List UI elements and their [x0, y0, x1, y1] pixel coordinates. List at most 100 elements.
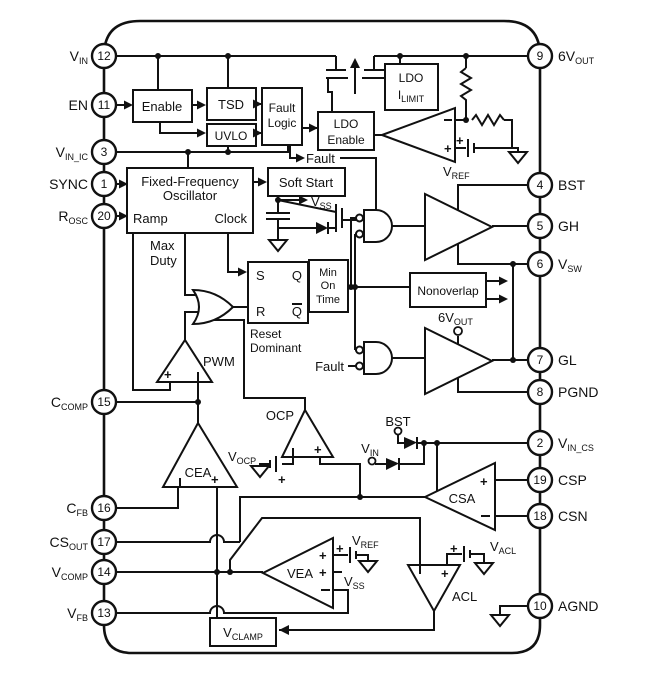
svg-text:11: 11	[98, 98, 111, 112]
inverter-bubble	[355, 361, 364, 371]
ground-icon	[356, 560, 380, 574]
pin-18	[526, 502, 554, 530]
min-on-time-label-3: Time	[316, 294, 340, 306]
amplifiers: + + PWM + CEA + OCP + CSA + + VEA + ACL	[155, 106, 496, 614]
acl-label: ACL	[452, 589, 477, 604]
ground-symbols	[248, 151, 530, 628]
vocp-plus: +	[278, 472, 286, 487]
cea-plus: +	[211, 472, 219, 487]
soft-start-block	[267, 167, 346, 197]
pin-2	[526, 429, 554, 457]
pin-label-csout: CSOUT	[50, 534, 89, 552]
ramp-label: Ramp	[133, 211, 168, 226]
uvlo-label: UVLO	[215, 129, 248, 143]
ldo-ilimit-label-2: ILIMIT	[398, 88, 425, 104]
latch-r-label: R	[256, 304, 265, 319]
nonoverlap-label: Nonoverlap	[417, 284, 479, 298]
cea-label: CEA	[185, 465, 212, 480]
logic-gates	[191, 209, 393, 375]
vref-vea-plus: +	[336, 541, 344, 556]
svg-text:4: 4	[537, 178, 544, 192]
nand-gate-high-side	[363, 209, 393, 243]
ground-icon	[266, 239, 290, 253]
ground-icon	[506, 151, 530, 165]
ldo-enable-block	[317, 111, 375, 151]
pins: 12 11 3 1 20 15 16 17 14 13 9 4 5 6 7 8 …	[90, 42, 554, 627]
pwm-plus: +	[164, 367, 172, 382]
latch-s-label: S	[256, 268, 265, 283]
pin-label-gh: GH	[558, 218, 579, 234]
vea-amp	[260, 536, 334, 610]
pin-6	[526, 250, 554, 278]
pwm-label: PWM	[203, 354, 235, 369]
svg-text:12: 12	[97, 49, 111, 63]
pin-3	[90, 138, 118, 166]
pin-17	[90, 528, 118, 556]
latch-qbar-label: Q	[292, 304, 302, 319]
fault-logic-label-2: Logic	[268, 116, 297, 130]
pin-15	[90, 388, 118, 416]
chip-boundary	[102, 19, 542, 655]
svg-text:19: 19	[533, 473, 547, 487]
svg-text:5: 5	[537, 219, 544, 233]
ldo-ilimit-block	[384, 63, 439, 111]
svg-text:20: 20	[97, 209, 111, 223]
pin-label-vsw: VSW	[558, 256, 582, 274]
vea-label: VEA	[287, 566, 313, 581]
ldo-amp-plus: +	[444, 141, 452, 156]
or-gate	[191, 288, 235, 326]
pin-label-ccomp: CCOMP	[51, 394, 88, 412]
reset-dominant-label-2: Dominant	[250, 341, 302, 355]
csa-amp	[422, 461, 496, 532]
pin-label-vfb: VFB	[67, 605, 88, 623]
pin-label-6vout: 6VOUT	[558, 48, 595, 66]
inverter-bubble	[355, 229, 364, 239]
vss-vea-label: VSS	[344, 574, 365, 591]
pin-8	[526, 378, 554, 406]
acl-amp	[406, 564, 462, 614]
6vout-terminal	[453, 326, 463, 336]
latch-q-label: Q	[292, 268, 302, 283]
pin-label-bst: BST	[558, 177, 586, 193]
svg-text:1: 1	[101, 177, 108, 191]
ldo-enable-label-1: LDO	[334, 117, 359, 131]
fault-logic-label-1: Fault	[269, 101, 296, 115]
vacl-plus: +	[450, 541, 458, 556]
svg-text:10: 10	[533, 599, 547, 613]
pin-label-agnd: AGND	[558, 598, 598, 614]
ldo-enable-label-2: Enable	[327, 133, 365, 147]
pin-label-csn: CSN	[558, 508, 588, 524]
svg-text:17: 17	[97, 535, 111, 549]
pin-label-vcomp: VCOMP	[52, 564, 88, 582]
pin-9	[526, 42, 554, 70]
vin-terminal	[367, 456, 377, 466]
fault-top-label: Fault	[306, 151, 335, 166]
cea-amp	[161, 421, 239, 488]
net-labels: Fault Fault VSS VSS VREF + VREF + VOCP +…	[150, 133, 516, 591]
pin-label-cfb: CFB	[66, 500, 88, 518]
pin-16	[90, 494, 118, 522]
inverter-bubble	[355, 213, 364, 223]
vea-plus-1: +	[319, 548, 327, 563]
ocp-plus: +	[314, 442, 322, 457]
pin-label-pgnd: PGND	[558, 384, 598, 400]
ground-icon	[472, 562, 496, 576]
svg-text:15: 15	[97, 395, 111, 409]
max-duty-label-1: Max	[150, 238, 175, 253]
svg-text:2: 2	[537, 436, 544, 450]
pin-13	[90, 599, 118, 627]
junctions	[119, 53, 516, 575]
pin-label-vin: VIN	[70, 48, 88, 66]
pin-5	[526, 212, 554, 240]
pwm-comparator	[155, 338, 214, 383]
min-on-time-label-2: On	[321, 280, 336, 292]
vref-vea-label: VREF	[352, 533, 379, 550]
bst-terminal	[393, 426, 403, 436]
csa-label: CSA	[449, 491, 476, 506]
svg-text:16: 16	[97, 501, 111, 515]
reset-dominant-label-1: Reset	[250, 327, 282, 341]
svg-text:7: 7	[537, 353, 544, 367]
fault-bottom-label: Fault	[315, 359, 344, 374]
pin-label-sync: SYNC	[49, 176, 88, 192]
pin-7	[526, 346, 554, 374]
